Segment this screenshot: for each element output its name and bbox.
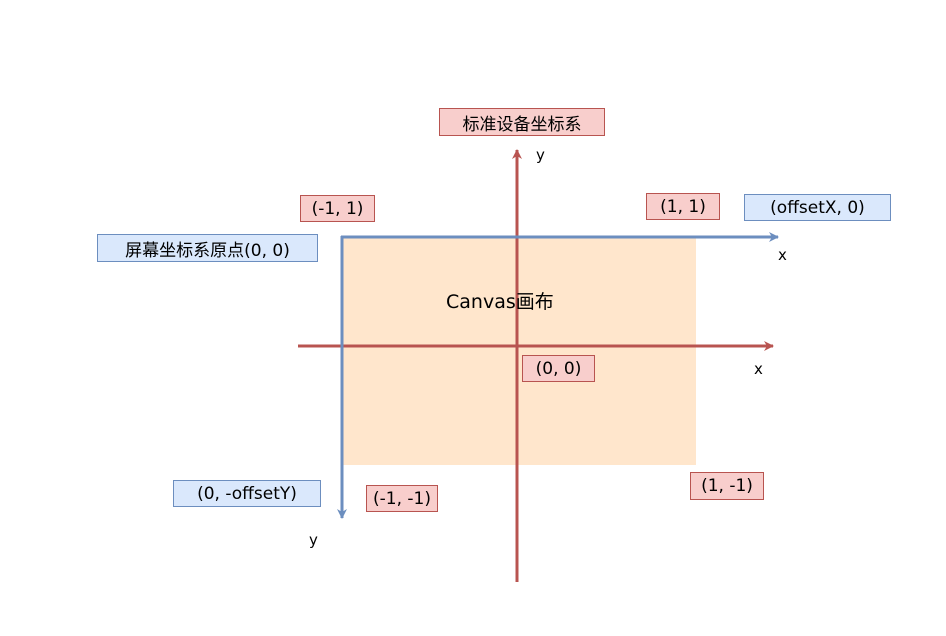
ndc-title-label: 标准设备坐标系 <box>439 108 605 136</box>
screen-y-letter: y <box>309 531 318 549</box>
ndc-top-left-label: (-1, 1) <box>300 195 375 222</box>
canvas-area <box>343 236 696 465</box>
screen-x-letter: x <box>778 246 787 264</box>
screen-origin-label: 屏幕坐标系原点(0, 0) <box>97 234 318 262</box>
canvas-label: Canvas画布 <box>446 291 554 313</box>
ndc-bottom-left-label: (-1, -1) <box>366 485 438 512</box>
screen-x-end-label: (offsetX, 0) <box>744 194 891 221</box>
ndc-y-letter: y <box>536 146 545 164</box>
screen-y-end-label: (0, -offsetY) <box>173 480 321 507</box>
ndc-center-label: (0, 0) <box>522 355 595 382</box>
ndc-x-letter: x <box>754 360 763 378</box>
ndc-top-right-label: (1, 1) <box>646 193 720 220</box>
ndc-bottom-right-label: (1, -1) <box>690 472 764 500</box>
